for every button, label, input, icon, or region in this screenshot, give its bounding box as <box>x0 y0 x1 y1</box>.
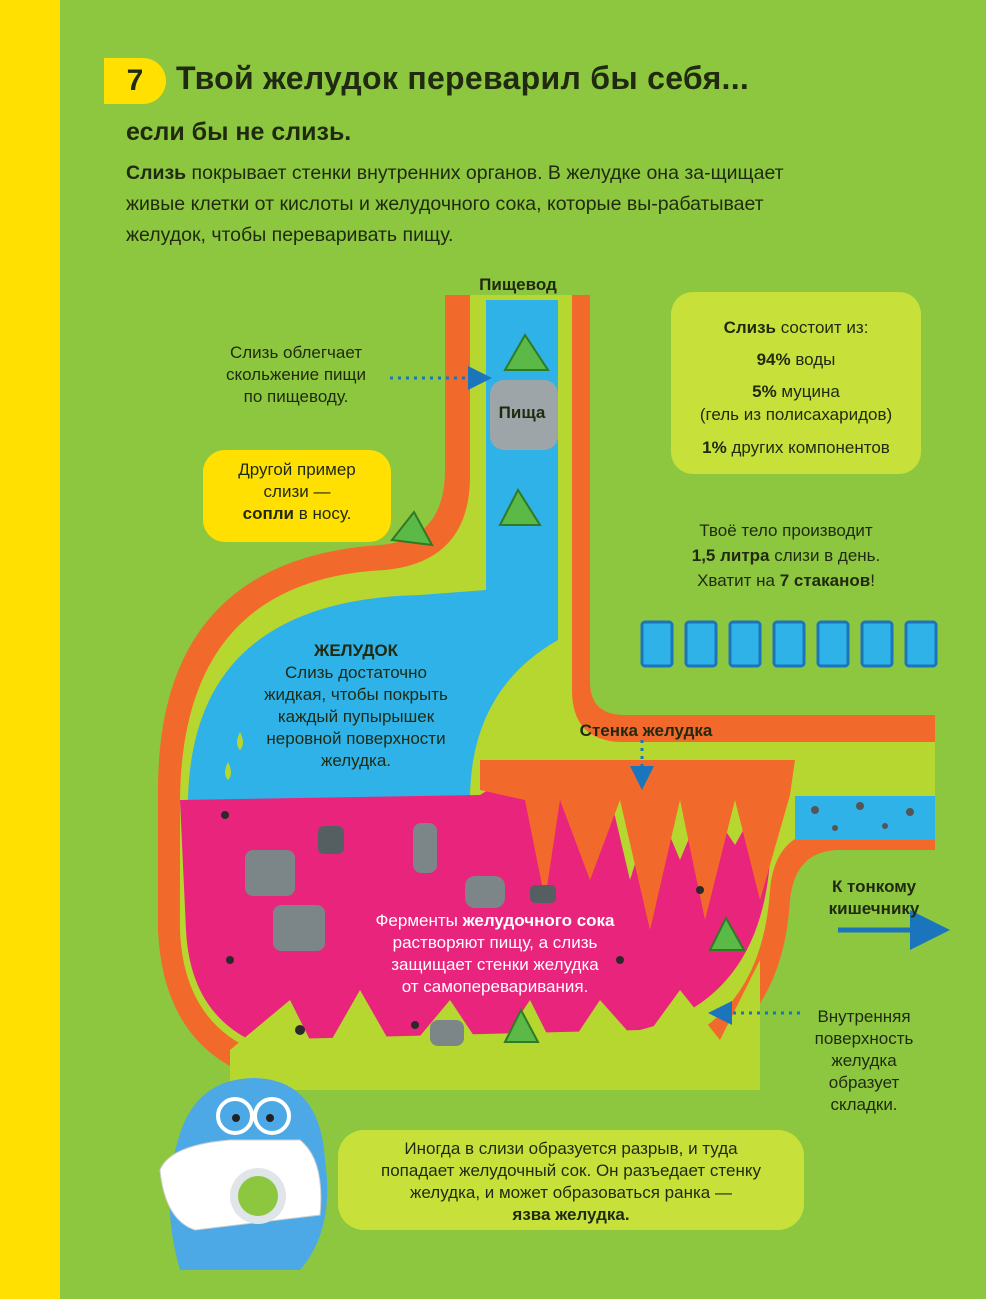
intro-lead: Слизь <box>126 162 187 184</box>
composition-text: Слизь состоит из: 94% воды 5% муцина (ге… <box>699 318 893 457</box>
glasses <box>640 620 938 668</box>
esophagus-label: Пищевод <box>479 275 557 294</box>
composition-box <box>671 292 921 474</box>
chapter-number: 7 <box>104 58 166 104</box>
snot-callout-text: Другой пример слизи — сопли в носу. <box>238 460 356 523</box>
ulcer-text: Иногда в слизи образуется разрыв, и туда… <box>381 1139 761 1224</box>
juice-note: Ферменты желудочного сока растворяют пищ… <box>375 911 615 996</box>
production-text: Твоё тело производит 1,5 литра слизи в д… <box>691 521 881 590</box>
stomach-fluid <box>188 590 558 800</box>
intestine-channel <box>795 796 935 840</box>
scientist-character <box>159 1078 328 1270</box>
page-title: Твой желудок переварил бы себя... <box>176 60 750 96</box>
ulcer-callout <box>338 1130 804 1230</box>
snot-callout <box>203 450 391 542</box>
stomach-note: ЖЕЛУДОК Слизь достаточно жидкая, чтобы п… <box>264 641 448 770</box>
stomach-wall-label: Стенка желудка <box>579 721 713 740</box>
intro-text: покрывает стенки внутренних органов. В ж… <box>126 162 784 246</box>
inner-surface-note: Внутренняя поверхность желудка образует … <box>814 1007 914 1114</box>
stomach-folds-top <box>480 760 795 930</box>
esophagus-note: Слизь облегчает скольжение пищи по пищев… <box>225 343 367 406</box>
intestine-label: К тонкому кишечнику <box>828 877 920 918</box>
page-edge-bar <box>0 0 60 1299</box>
intro-paragraph: Слизь покрывает стенки внутренних органо… <box>126 158 846 251</box>
stomach-folds-bottom <box>230 960 760 1090</box>
page-subtitle: если бы не слизь. <box>126 118 352 146</box>
food-label: Пища <box>498 403 546 422</box>
